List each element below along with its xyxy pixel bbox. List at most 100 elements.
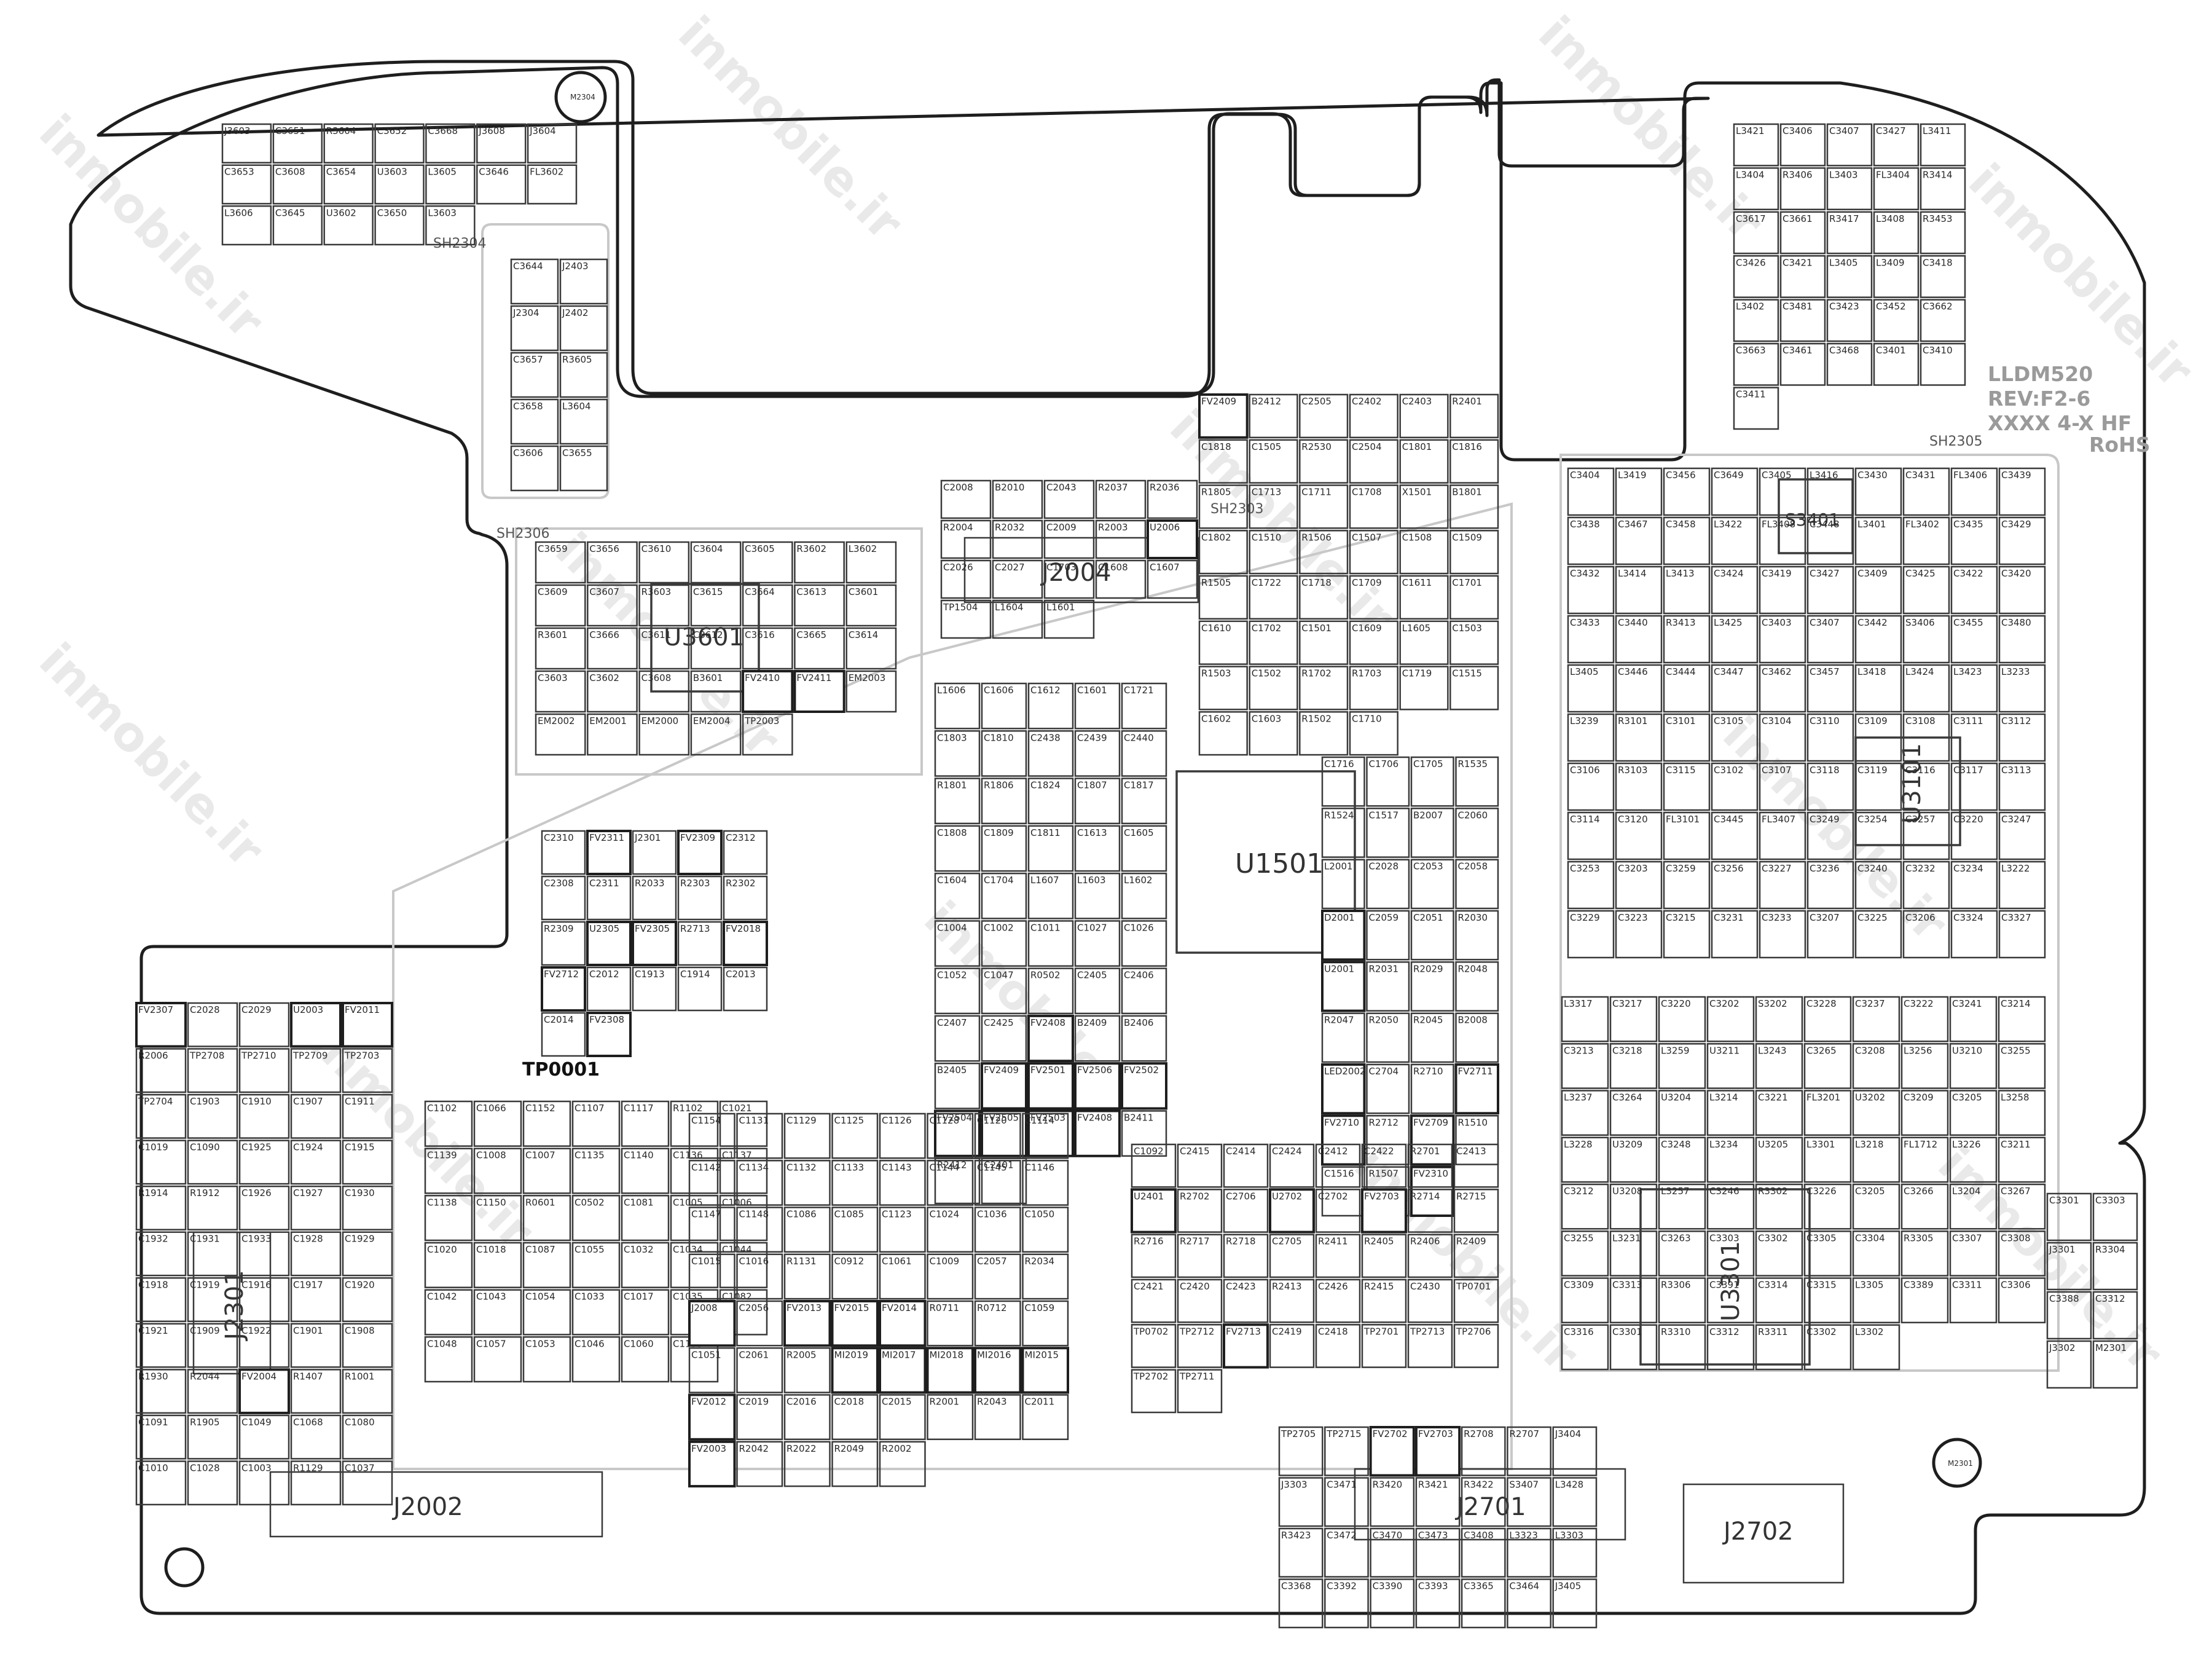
component-c3422: C3422 (1950, 565, 1998, 615)
component-c3646: C3646 (476, 164, 527, 205)
component-c3432: C3432 (1567, 565, 1615, 615)
component-designator: C3468 (1829, 345, 1859, 356)
component-body (424, 1242, 473, 1288)
component-designator: J2304 (512, 307, 539, 318)
component-designator: C2438 (1030, 732, 1061, 743)
component-r2411: R2411 (1315, 1234, 1361, 1278)
component-body (1615, 762, 1663, 811)
component-l3605: L3605 (425, 164, 476, 205)
component-designator: C2423 (1226, 1281, 1256, 1292)
component-c3601: C3601 (845, 584, 897, 627)
component-designator: B3601 (693, 672, 723, 683)
component-body (1022, 1207, 1069, 1253)
component-designator: C1066 (476, 1103, 506, 1114)
component-body (783, 1160, 831, 1206)
component-c3658: C3658 (510, 398, 559, 445)
component-body (632, 875, 677, 921)
component-designator: C2422 (1364, 1146, 1394, 1157)
component-body (1455, 1012, 1499, 1063)
component-c3215: C3215 (1663, 910, 1711, 959)
component-c3249: C3249 (1806, 811, 1854, 860)
component-body (1361, 1278, 1407, 1323)
component-designator: C1125 (834, 1115, 865, 1126)
component-designator: C2019 (739, 1396, 769, 1407)
component-designator: C1011 (1030, 922, 1061, 933)
component-c2043: C2043 (1043, 479, 1095, 519)
component-body (1902, 664, 1950, 713)
component-body (1461, 1578, 1506, 1629)
component-r2415: R2415 (1361, 1278, 1407, 1323)
component-l1603: L1603 (1074, 872, 1121, 919)
component-c1066: C1066 (473, 1100, 522, 1147)
component-c3458: C3458 (1663, 516, 1711, 565)
component-designator: C3264 (1612, 1092, 1642, 1103)
component-mi2019: MI2019 (831, 1347, 879, 1394)
component-designator: C2418 (1318, 1326, 1348, 1337)
component-body (290, 1460, 342, 1506)
component-designator: L3603 (428, 207, 457, 218)
component-body (1949, 1183, 1998, 1230)
component-body (342, 1002, 393, 1048)
component-designator: C3241 (1952, 998, 1982, 1009)
component-designator: C3303 (2095, 1195, 2125, 1206)
component-fv2311: FV2311 (586, 830, 632, 875)
component-l3258: L3258 (1998, 1090, 2046, 1136)
component-designator: TP1504 (943, 602, 978, 613)
component-designator: C3471 (1327, 1479, 1357, 1490)
component-body (1022, 1394, 1069, 1441)
component-l3606: L3606 (221, 205, 272, 246)
component-body (473, 1336, 522, 1383)
component-designator: C3106 (1570, 765, 1600, 776)
component-designator: C3221 (1758, 1092, 1788, 1103)
component-body (621, 1195, 670, 1242)
component-body (1902, 516, 1950, 565)
component-c1716: C1716 (1321, 756, 1365, 807)
component-body (1461, 1477, 1506, 1527)
component-body (1852, 1090, 1900, 1136)
component-c3314: C3314 (1755, 1277, 1803, 1324)
component-c1047: C1047 (981, 967, 1027, 1015)
component-body (1779, 342, 1826, 386)
component-c1055: C1055 (571, 1242, 621, 1288)
component-c3421: C3421 (1779, 255, 1826, 298)
component-designator: C3202 (1709, 998, 1739, 1009)
component-body (1278, 1578, 1324, 1629)
component-c2414: C2414 (1223, 1143, 1269, 1188)
component-body (1873, 299, 1920, 342)
component-body (559, 305, 608, 352)
component-body (1552, 1426, 1598, 1476)
component-body (1552, 1578, 1598, 1629)
component-body (1399, 393, 1449, 439)
component-body (719, 1147, 768, 1194)
component-c1921: C1921 (135, 1323, 187, 1368)
component-c1049: C1049 (238, 1414, 290, 1460)
component-body (1223, 1323, 1269, 1369)
component-designator: C3438 (1570, 519, 1600, 530)
component-c1028: C1028 (187, 1460, 238, 1506)
component-body (1615, 811, 1663, 860)
component-body (1074, 730, 1121, 777)
component-c1608: C1608 (1095, 559, 1147, 599)
component-body (290, 1185, 342, 1230)
component-designator: C3116 (1905, 765, 1936, 776)
component-body (238, 1460, 290, 1506)
component-designator: R2037 (1098, 482, 1128, 493)
component-designator: C1026 (1124, 922, 1154, 933)
component-c2011: C2011 (1022, 1394, 1069, 1441)
component-body (1454, 1063, 1499, 1115)
component-c3448: C3448 (1806, 516, 1854, 565)
component-designator: L3423 (1953, 666, 1982, 677)
component-c3110: C3110 (1806, 713, 1854, 762)
component-body (1321, 1012, 1365, 1063)
component-designator: C3421 (1783, 257, 1813, 268)
component-c1810: C1810 (981, 730, 1027, 777)
component-c3303: C3303 (1706, 1230, 1755, 1277)
component-body (1706, 1324, 1755, 1371)
component-body (425, 123, 476, 163)
component-designator: C3211 (2001, 1139, 2031, 1150)
component-c1502: C1502 (1249, 666, 1298, 711)
component-body (1567, 615, 1615, 664)
component-body (541, 875, 586, 921)
component-c3225: C3225 (1854, 910, 1902, 959)
component-body (1706, 1277, 1755, 1324)
